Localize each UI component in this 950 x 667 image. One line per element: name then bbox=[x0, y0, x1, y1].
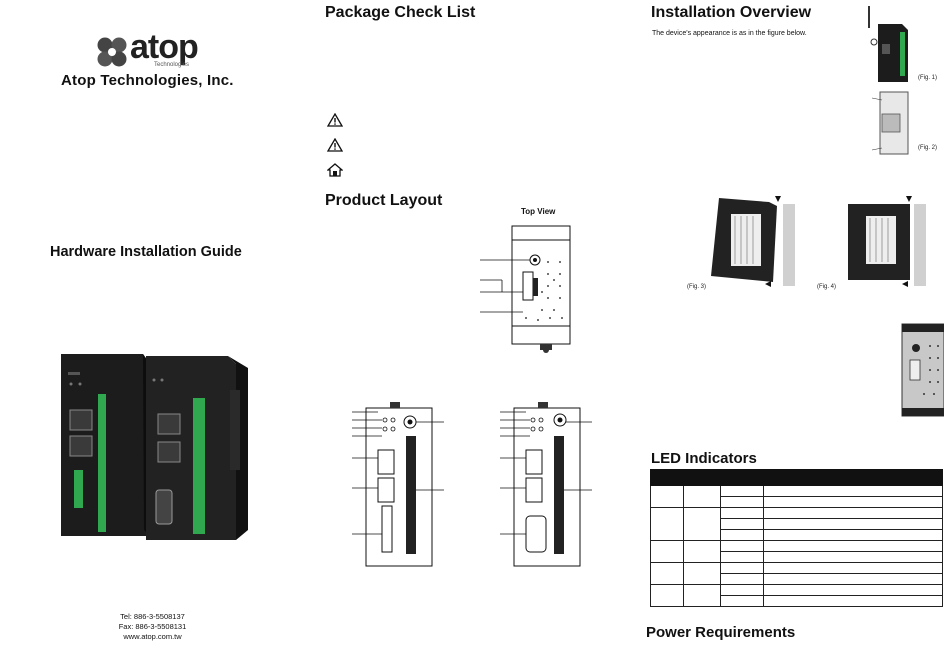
led-table-header bbox=[650, 469, 943, 486]
package-checklist-title: Package Check List bbox=[325, 4, 476, 21]
device-side-image bbox=[901, 323, 944, 417]
fig-2-label: (Fig. 2) bbox=[918, 145, 938, 151]
table-row bbox=[650, 540, 943, 563]
product-layout-title: Product Layout bbox=[325, 192, 443, 209]
fig-2-image bbox=[871, 91, 909, 155]
installation-overview-title: Installation Overview bbox=[651, 4, 812, 21]
installation-text: The device's appearance is as in the fig… bbox=[652, 30, 807, 37]
atop-logo: atop Technologies bbox=[96, 28, 216, 74]
led-table bbox=[650, 469, 943, 607]
contact-web: www.atop.com.tw bbox=[123, 632, 182, 641]
front-view-b-diagram bbox=[500, 402, 592, 567]
table-row bbox=[650, 485, 943, 508]
top-view-label: Top View bbox=[521, 207, 556, 216]
fig-3-label: (Fig. 3) bbox=[687, 284, 707, 290]
contact-block: Tel: 886-3-5508137 Fax: 886-3-5508131 ww… bbox=[100, 612, 205, 642]
fig-1-image bbox=[868, 6, 908, 82]
led-indicators-title: LED Indicators bbox=[651, 450, 757, 467]
table-row bbox=[650, 507, 943, 541]
table-row bbox=[650, 562, 943, 585]
table-row bbox=[651, 551, 943, 563]
warning-icon bbox=[327, 113, 343, 127]
home-icon bbox=[327, 163, 343, 177]
contact-fax: Fax: 886-3-5508131 bbox=[118, 622, 187, 631]
atop-logo-mark bbox=[97, 37, 127, 67]
warning-icon bbox=[327, 138, 343, 152]
logo-subtitle: Technologies bbox=[154, 62, 190, 68]
fig-1-label: (Fig. 1) bbox=[918, 75, 938, 81]
guide-title: Hardware Installation Guide bbox=[50, 244, 242, 260]
fig-4-image bbox=[848, 196, 926, 287]
top-view-diagram bbox=[480, 225, 571, 353]
fig-3-image bbox=[711, 196, 795, 287]
company-name: Atop Technologies, Inc. bbox=[61, 72, 234, 89]
fig-4-label: (Fig. 4) bbox=[817, 284, 837, 290]
logo-word: atop bbox=[130, 28, 199, 66]
power-requirements-title: Power Requirements bbox=[646, 624, 796, 641]
table-row bbox=[651, 595, 943, 607]
device-photo bbox=[61, 354, 248, 540]
table-row bbox=[650, 584, 943, 607]
contact-tel: Tel: 886-3-5508137 bbox=[120, 612, 185, 621]
front-view-a-diagram bbox=[352, 402, 444, 567]
